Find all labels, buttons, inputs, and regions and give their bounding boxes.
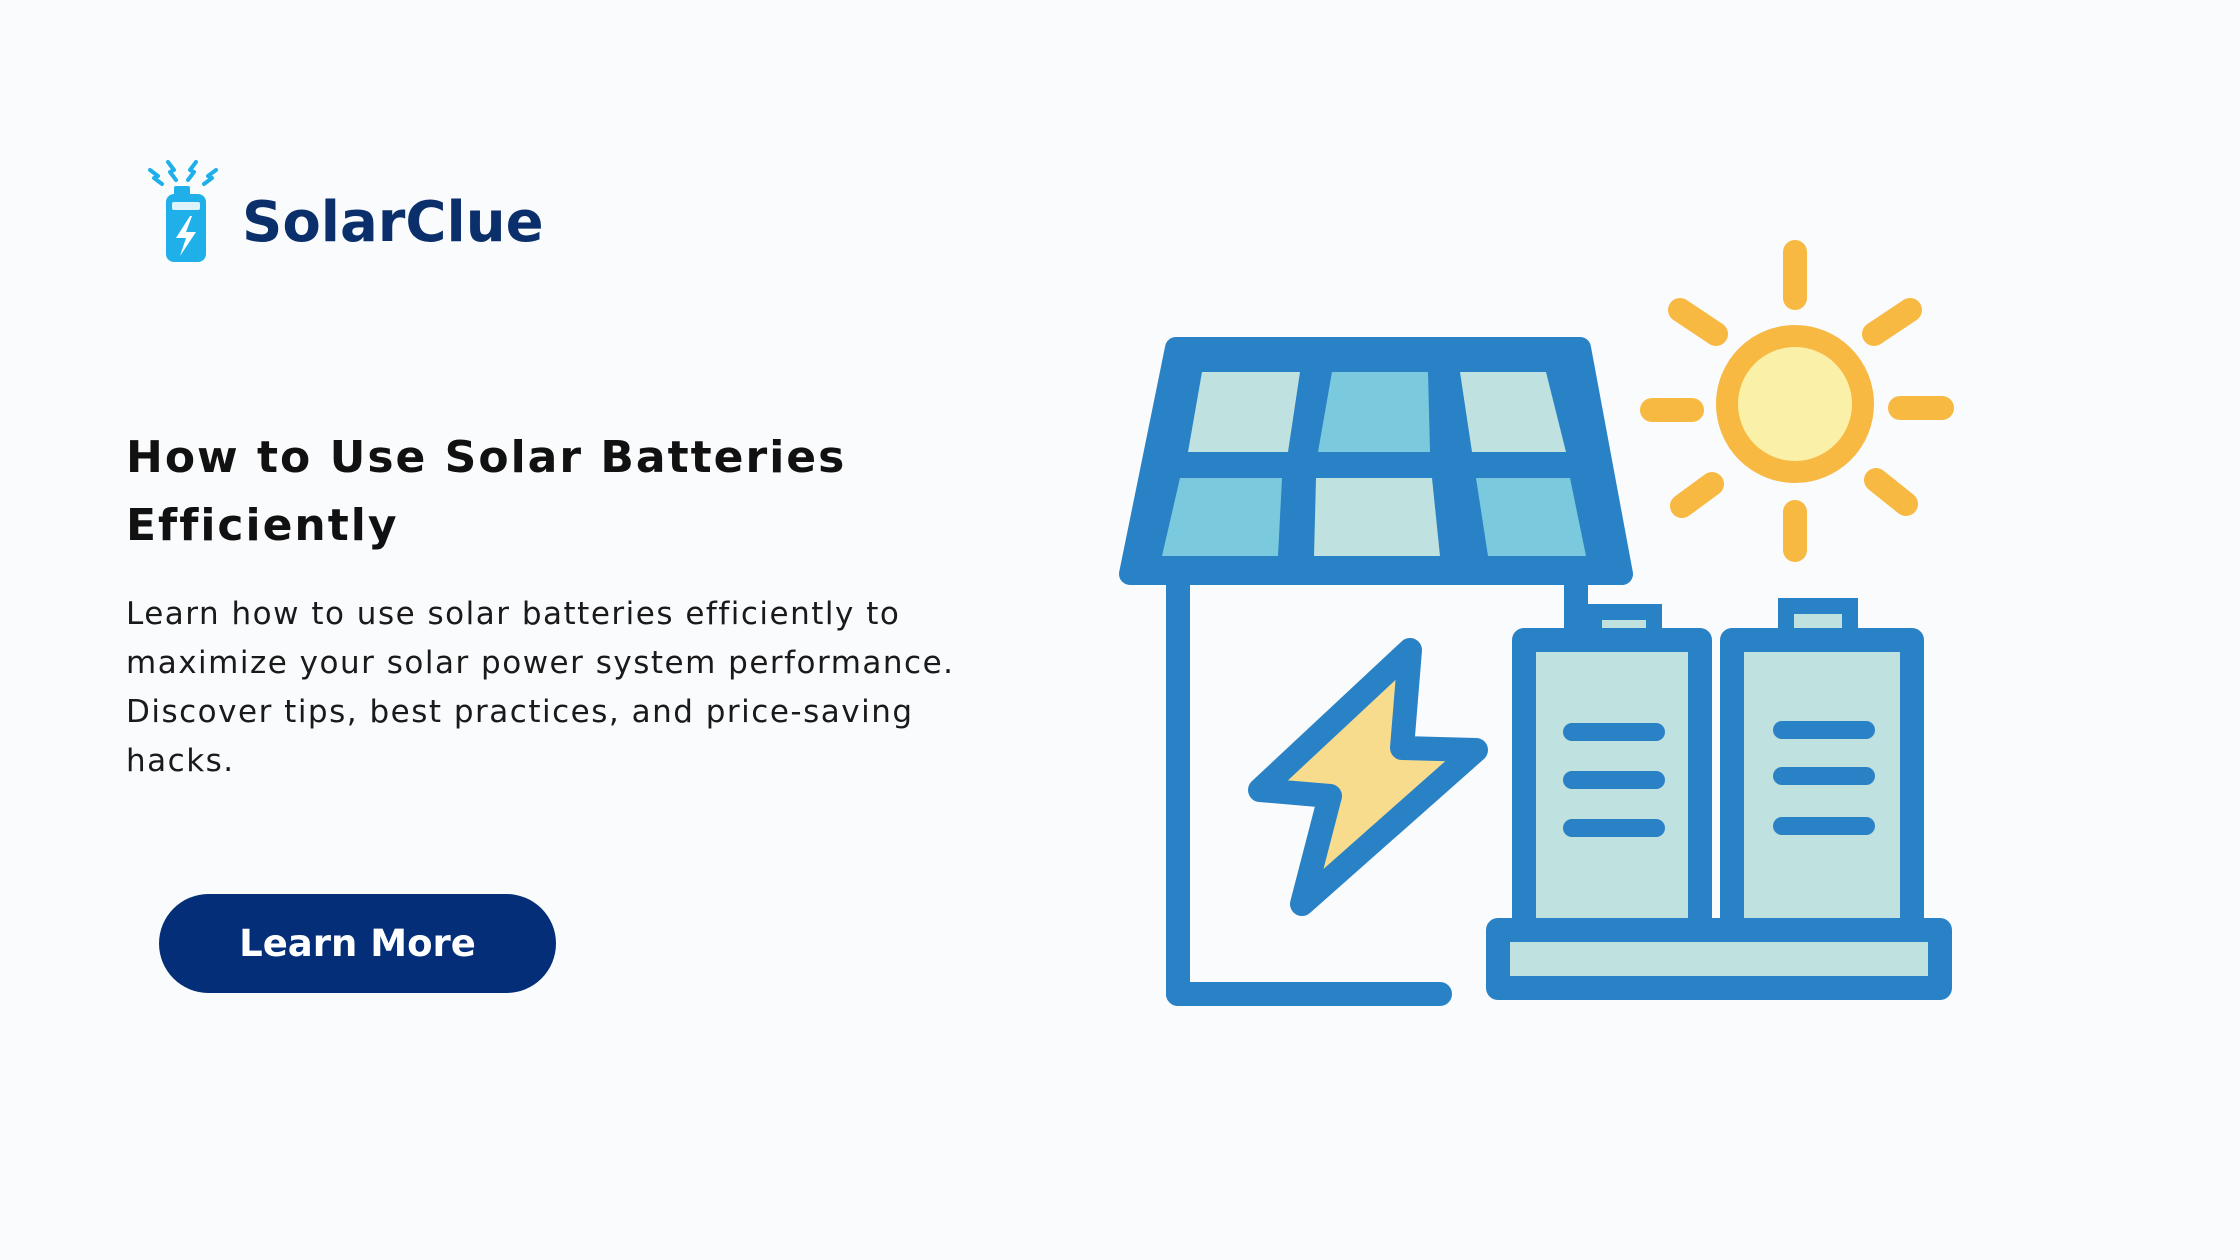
solar-panel-icon xyxy=(1119,337,1633,585)
learn-more-button[interactable]: Learn More xyxy=(159,894,556,993)
page-description: Learn how to use solar batteries efficie… xyxy=(126,596,955,779)
battery-right-icon xyxy=(1720,598,1924,942)
battery-base xyxy=(1486,918,1952,1000)
solar-panel-battery-illustration xyxy=(1119,240,1954,1006)
brand-name: SolarClue xyxy=(242,189,544,255)
brand-logo[interactable]: SolarClue xyxy=(146,158,544,266)
battery-left-icon xyxy=(1512,604,1712,942)
sun-icon xyxy=(1640,240,1954,562)
battery-lightning-icon xyxy=(148,160,218,262)
page-title: How to Use Solar Batteries Efficiently xyxy=(126,432,847,551)
lightning-bolt-icon xyxy=(1248,638,1488,916)
